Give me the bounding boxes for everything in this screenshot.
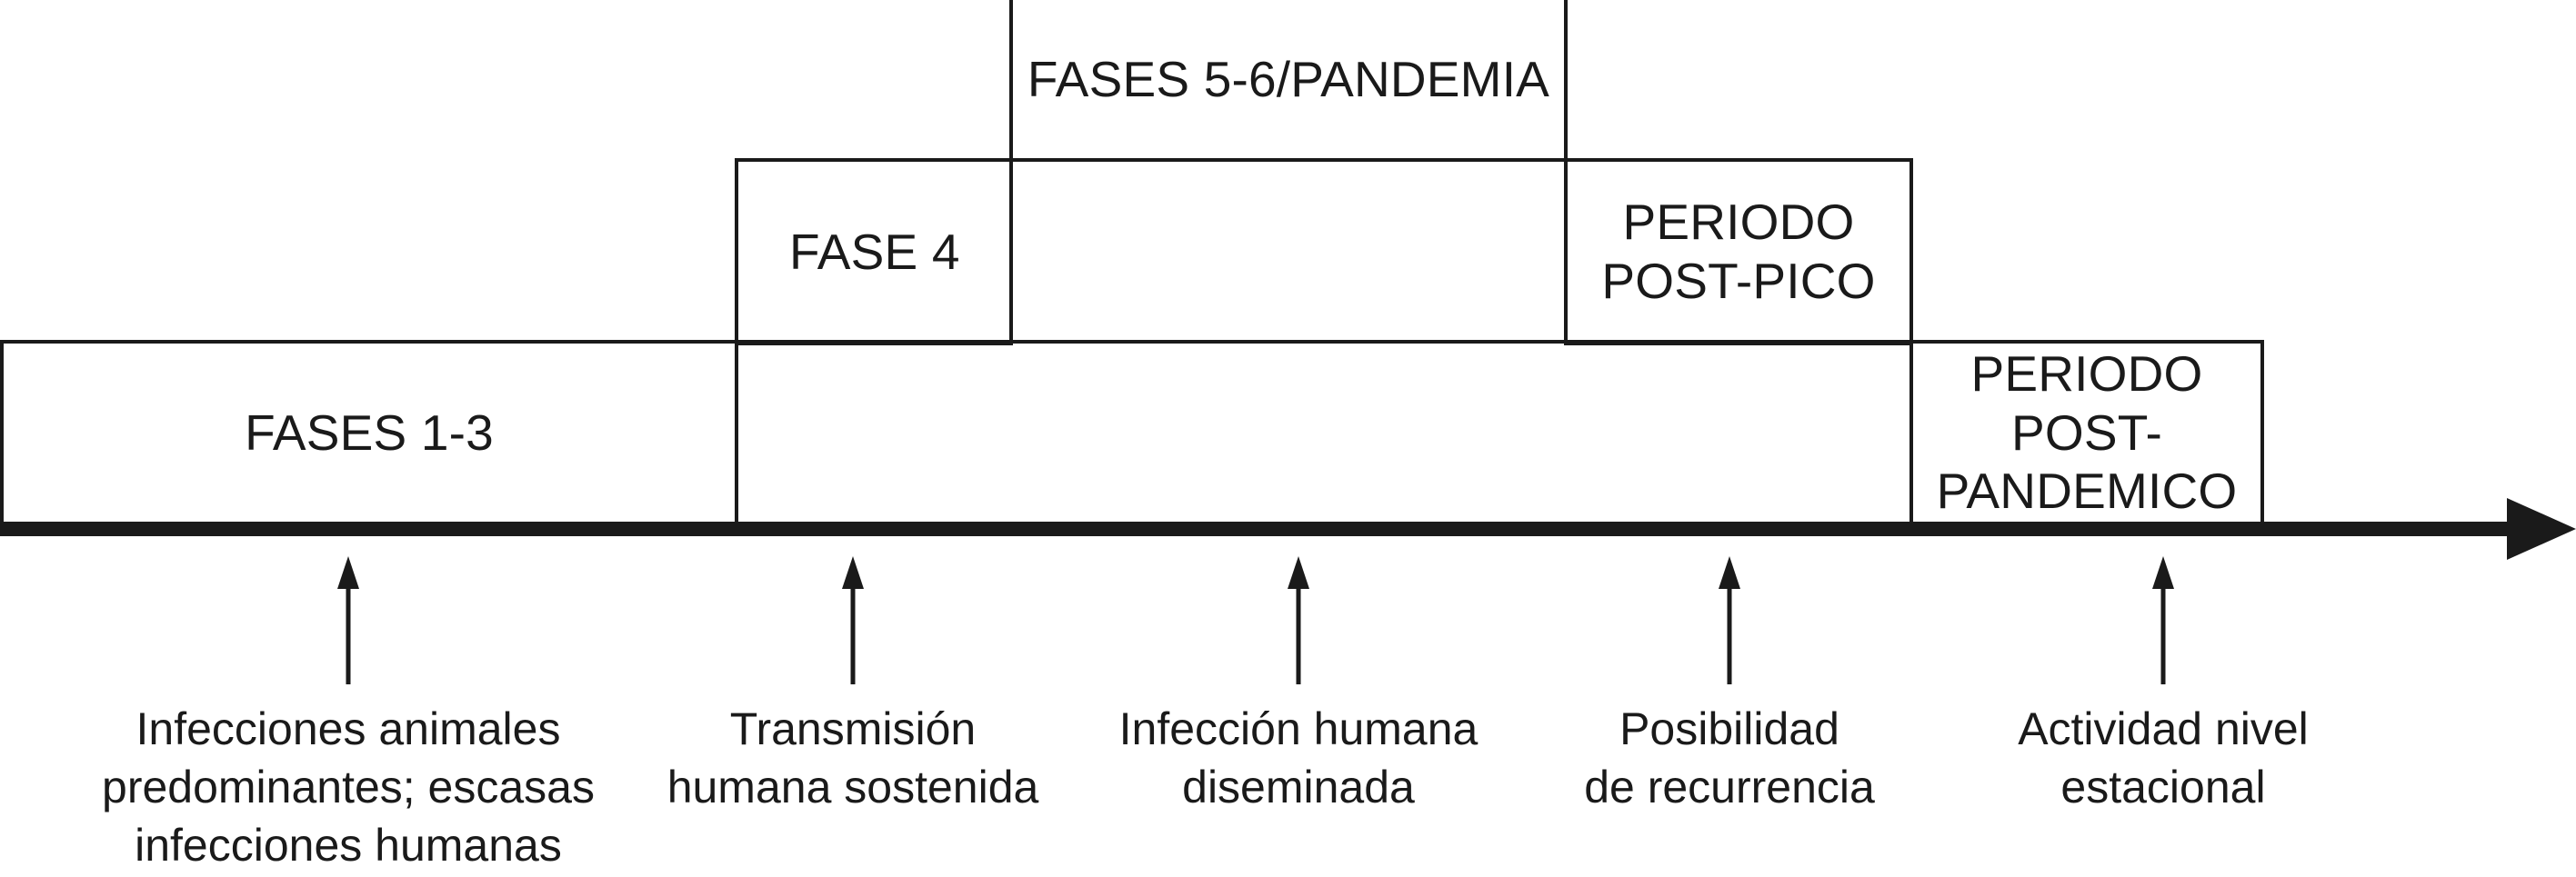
annotation-label-1: Infecciones animales predominantes; esca… <box>102 703 595 871</box>
timeline-axis-line <box>0 522 2510 536</box>
callout-arrow-5 <box>2152 556 2174 684</box>
callout-arrow-1 <box>337 556 359 684</box>
phase-label-periodo-post-pandemico: PERIODO POST- PANDEMICO <box>1936 344 2238 520</box>
phase-box-fases-5-6: FASES 5-6/PANDEMIA <box>1009 0 1568 162</box>
phase-box-periodo-post-pandemico: PERIODO POST- PANDEMICO <box>1909 340 2264 525</box>
phase-label-fases-5-6: FASES 5-6/PANDEMIA <box>1027 50 1550 107</box>
annotation-label-2: Transmisión humana sostenida <box>667 703 1039 812</box>
phase-label-fases-1-3: FASES 1-3 <box>245 404 494 461</box>
phase-box-fase-4: FASE 4 <box>735 158 1013 345</box>
phase-box-periodo-post-pico: PERIODO POST-PICO <box>1564 158 1913 345</box>
callout-arrow-2 <box>842 556 864 684</box>
phase-label-periodo-post-pico: PERIODO POST-PICO <box>1601 194 1876 309</box>
callout-arrow-3 <box>1288 556 1309 684</box>
timeline-arrowhead-icon <box>2507 498 2576 560</box>
phase-label-fase-4: FASE 4 <box>789 223 960 280</box>
phase-box-fases-1-3: FASES 1-3 <box>0 340 738 525</box>
annotation-label-4: Posibilidad de recurrencia <box>1584 703 1875 812</box>
annotation-label-5: Actividad nivel estacional <box>2018 703 2309 812</box>
annotation-label-3: Infección humana diseminada <box>1118 703 1478 812</box>
callout-arrow-4 <box>1719 556 1740 684</box>
